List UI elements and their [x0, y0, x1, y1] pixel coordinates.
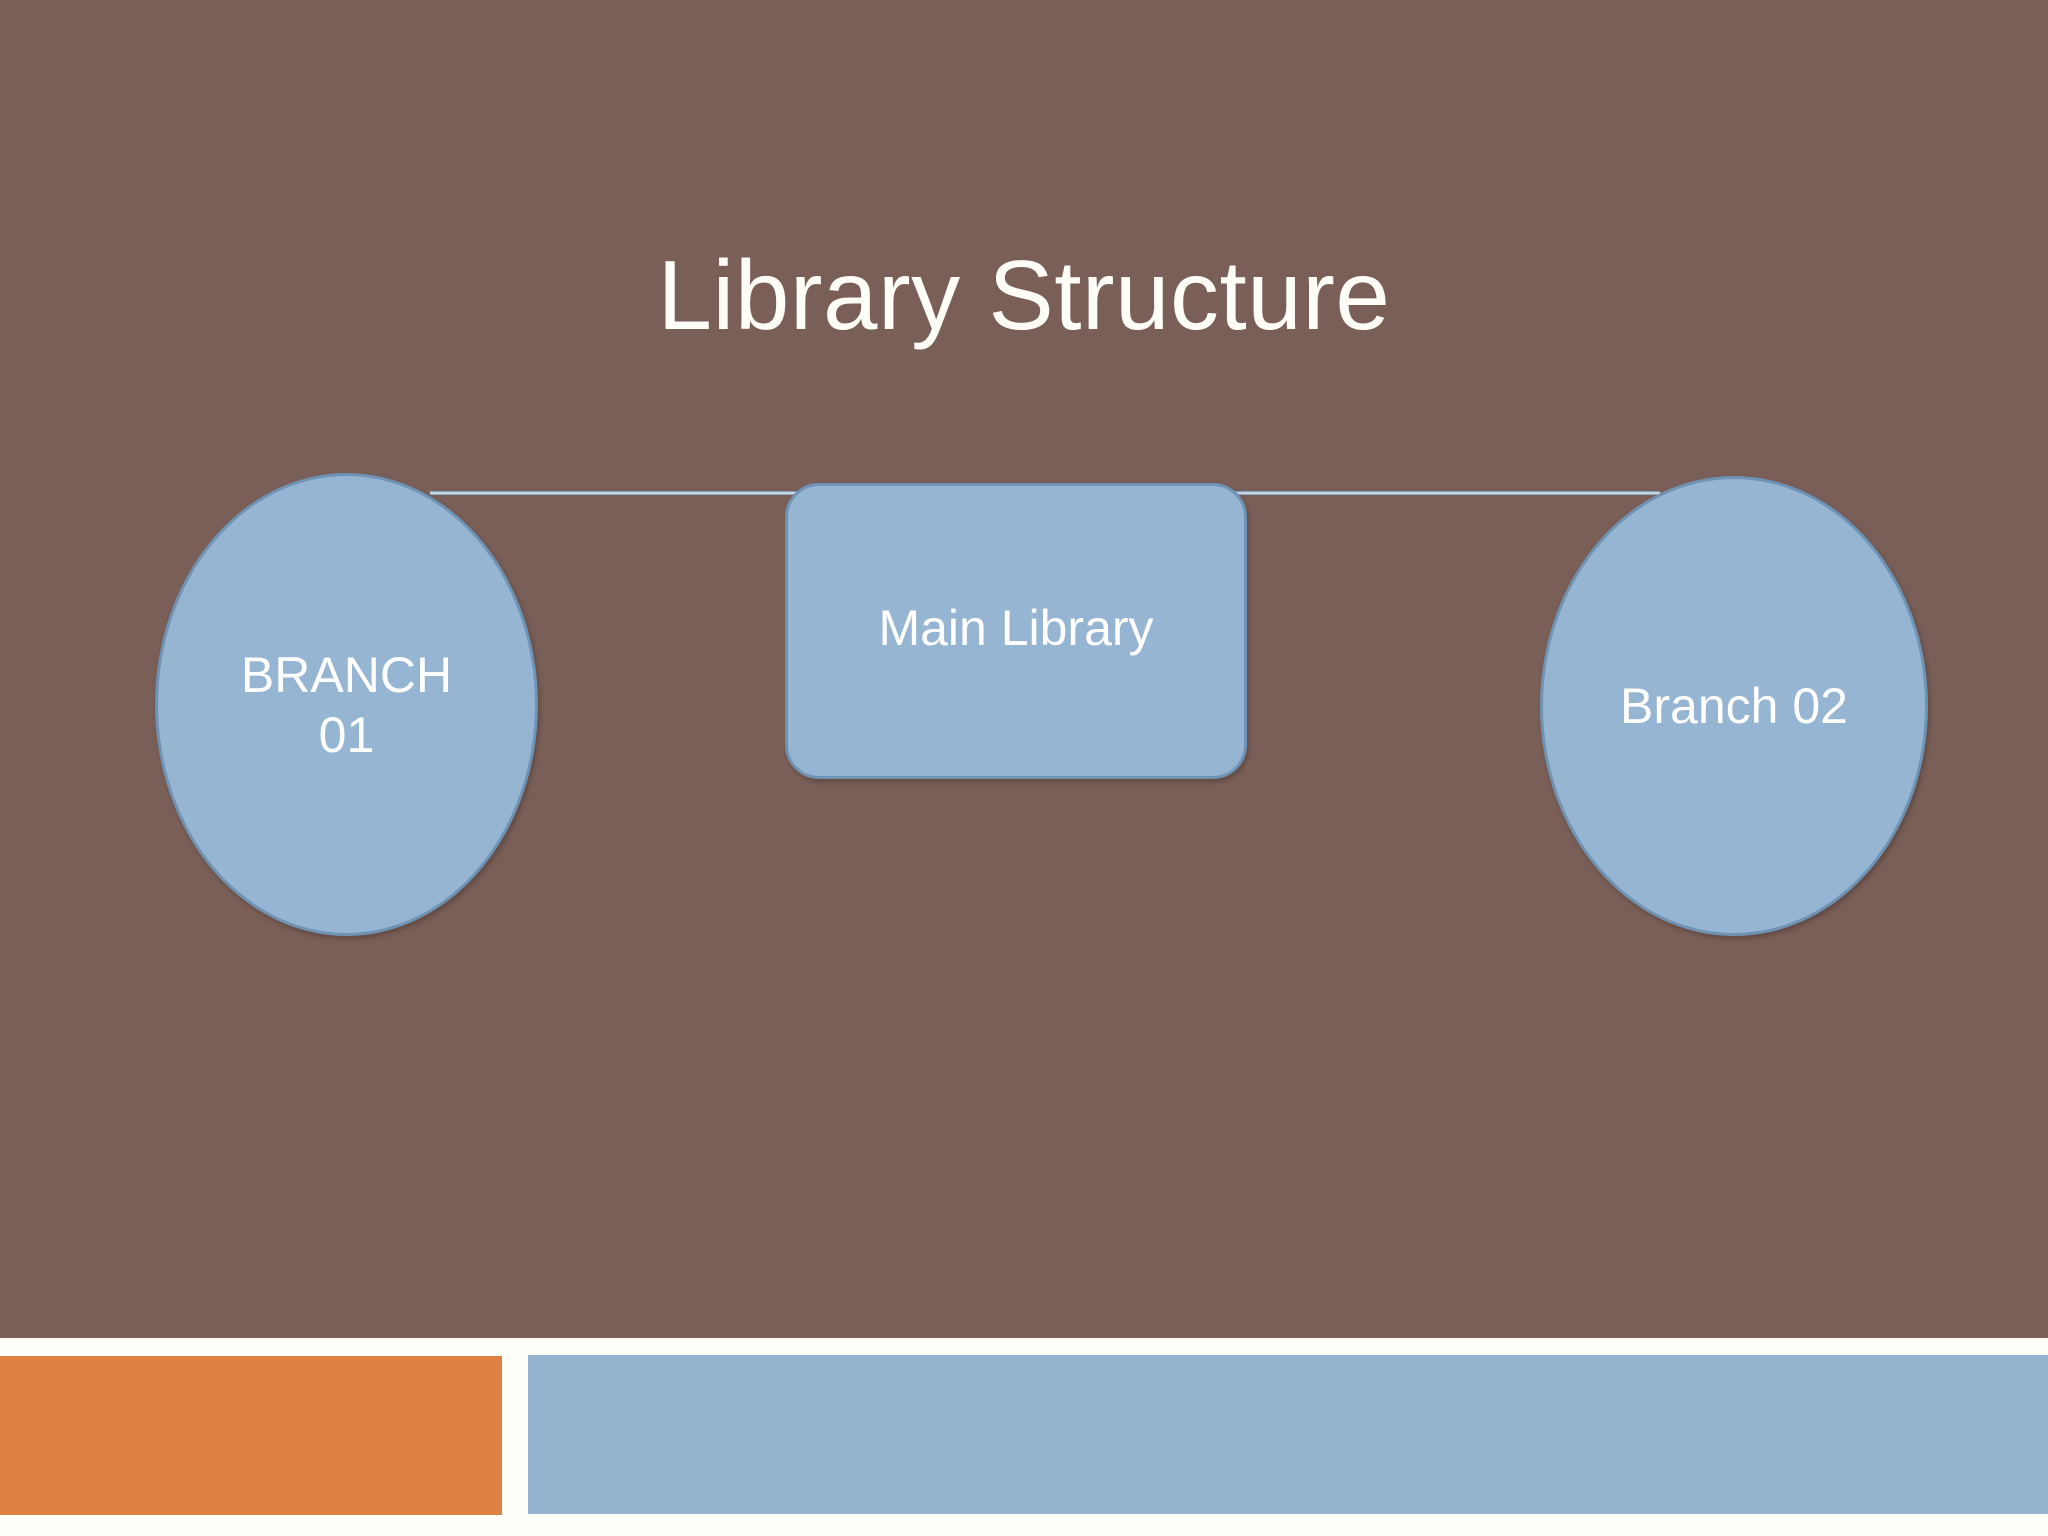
node-branch-01-label: BRANCH 01	[240, 646, 453, 763]
connector-main-to-branch-02	[1230, 491, 1660, 495]
library-structure-diagram: BRANCH 01 Main Library Branch 02	[155, 473, 1928, 936]
footer-accent-bar-orange	[0, 1356, 502, 1515]
node-main-library[interactable]: Main Library	[785, 483, 1247, 779]
footer-accent-bar-blue	[528, 1355, 2048, 1514]
connector-main-to-branch-01	[430, 491, 810, 495]
node-branch-02[interactable]: Branch 02	[1540, 476, 1928, 936]
node-main-library-label: Main Library	[878, 600, 1154, 656]
node-branch-02-label: Branch 02	[1620, 678, 1848, 734]
page-title: Library Structure	[657, 240, 1391, 350]
node-branch-01[interactable]: BRANCH 01	[155, 473, 538, 936]
